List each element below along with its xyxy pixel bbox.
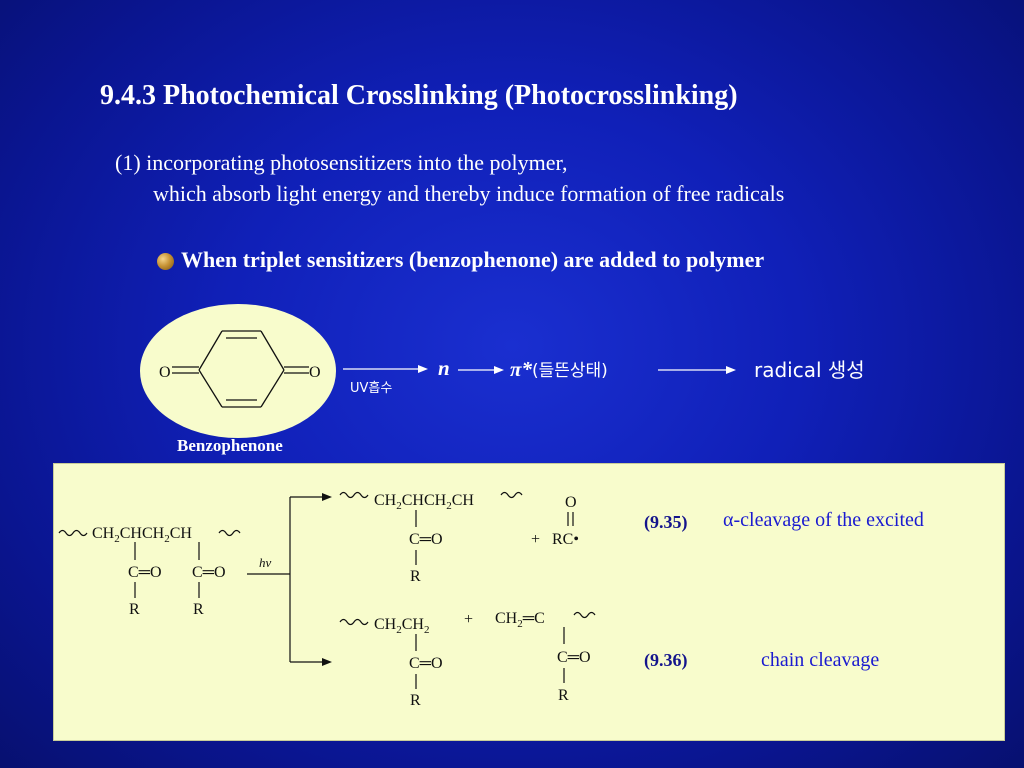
- eq-9-35-number: (9.35): [644, 512, 688, 533]
- top-chain: CH2CHCH2CH: [374, 492, 474, 512]
- benzophenone-caption: Benzophenone: [177, 436, 283, 455]
- bullet-icon: [157, 252, 174, 270]
- acyl-oxygen: O: [565, 494, 577, 511]
- bullet-point: When triplet sensitizers (benzophenone) …: [157, 247, 764, 273]
- hv-label: hv: [259, 555, 272, 570]
- benzophenone-right-o: O: [309, 364, 321, 381]
- wavy-bond: [339, 618, 369, 626]
- alpha-cleavage-label: α-cleavage of the excited: [723, 509, 924, 531]
- wavy-bond: [573, 611, 596, 619]
- reaction-panel: CH2CHCH2CH C═O C═O R R hv CH2CHCH2CH C═O: [53, 463, 1005, 741]
- bottom-r: R: [410, 692, 421, 709]
- start-r-1: R: [129, 601, 140, 618]
- benzophenone-ring: [172, 330, 309, 408]
- bottom-carbonyl: C═O: [409, 655, 443, 672]
- start-r-2: R: [193, 601, 204, 618]
- top-carbonyl: C═O: [409, 531, 443, 548]
- excited-state-label: (들뜬상태): [531, 361, 608, 381]
- wavy-bond: [58, 529, 88, 537]
- bullet-text: When triplet sensitizers (benzophenone) …: [181, 247, 765, 272]
- wavy-bond: [500, 491, 523, 499]
- benzophenone-ellipse: [140, 304, 336, 438]
- start-chain: CH2CHCH2CH: [92, 525, 192, 545]
- wavy-bond: [218, 529, 241, 537]
- benzophenone-left-o: O: [159, 364, 171, 381]
- scheme-arrows: [343, 365, 736, 374]
- acyl-radical: RC•: [552, 531, 579, 548]
- point-1-line-2: which absorb light energy and thereby in…: [153, 181, 785, 206]
- alkene-carbonyl: C═O: [557, 649, 591, 666]
- slide-title: 9.4.3 Photochemical Crosslinking (Photoc…: [100, 80, 738, 111]
- alkene-r: R: [558, 687, 569, 704]
- chain-cleavage-label: chain cleavage: [761, 649, 879, 671]
- start-carbonyl-1: C═O: [128, 564, 162, 581]
- top-r: R: [410, 568, 421, 585]
- n-state-label: n: [438, 356, 450, 380]
- alkene-fragment: CH2═C: [495, 610, 545, 630]
- point-1-line-1: (1) incorporating photosensitizers into …: [115, 150, 568, 175]
- bottom-plus: +: [464, 611, 473, 628]
- eq-9-36-number: (9.36): [644, 650, 688, 671]
- pi-star-state: π*(들뜬상태): [510, 356, 608, 382]
- radical-formation-label: radical 생성: [754, 358, 865, 382]
- top-plus: +: [531, 531, 540, 548]
- mechanism-scheme: O O: [140, 304, 736, 438]
- reaction-diagram: CH2CHCH2CH C═O C═O R R hv CH2CHCH2CH C═O: [58, 491, 924, 709]
- bottom-chain: CH2CH2: [374, 616, 429, 636]
- pi-star-label: π*: [510, 357, 532, 381]
- uv-absorption-label: UV흡수: [350, 381, 393, 396]
- wavy-bond: [339, 491, 369, 499]
- start-carbonyl-2: C═O: [192, 564, 226, 581]
